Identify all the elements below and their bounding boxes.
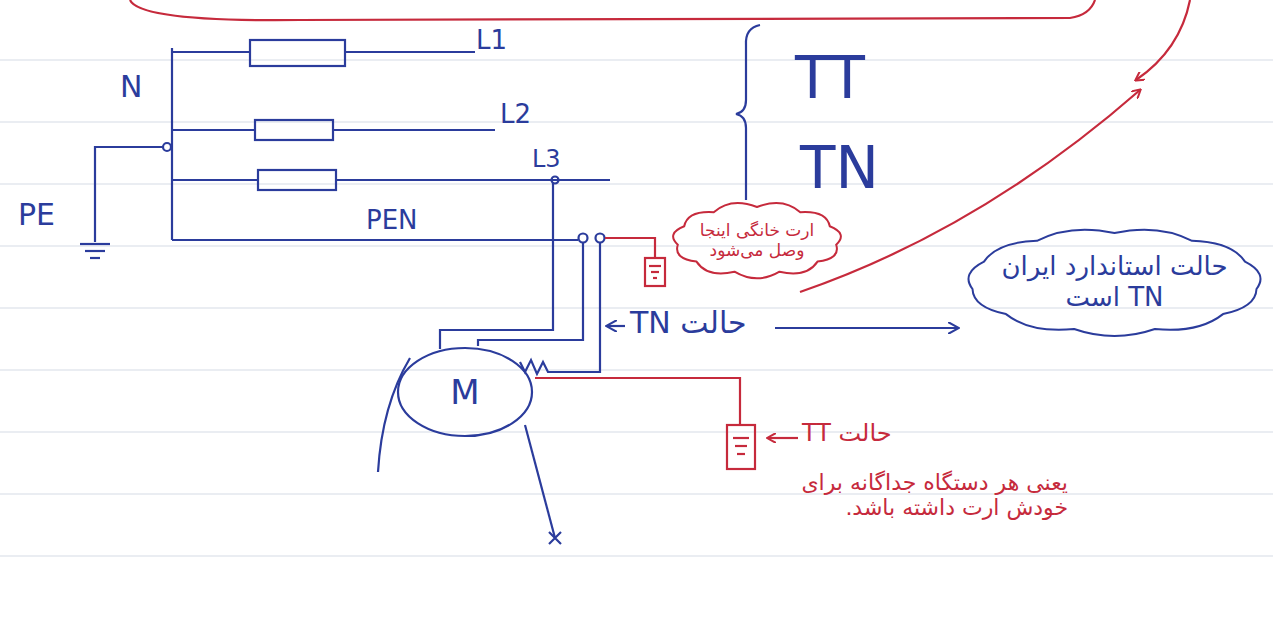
system-name: TN — [800, 135, 879, 202]
node-text: M — [450, 372, 479, 413]
node-text: حالت استاندارد ایران TN است — [996, 251, 1233, 313]
note-cloud: ارت خانگی اینجا وصل می‌شود — [668, 198, 846, 282]
neutral-name: N — [120, 70, 142, 105]
ruled-lines — [0, 60, 1273, 556]
motor-symbol: M — [395, 345, 535, 439]
note-text: یعنی هر دستگاه جداگانه برای خودش ارت داش… — [768, 470, 1068, 521]
mode-label: حالت TT — [802, 420, 892, 448]
note-cloud: حالت استاندارد ایران TN است — [962, 224, 1267, 340]
earth-wiring — [535, 238, 798, 469]
system-name: TT — [795, 45, 865, 112]
supply-wiring — [80, 25, 958, 544]
line-name: L2 — [500, 100, 531, 130]
earth-name: PE — [18, 198, 55, 233]
line-name: L3 — [532, 146, 561, 174]
line-name: L1 — [476, 26, 507, 56]
node-text: ارت خانگی اینجا وصل می‌شود — [690, 220, 824, 261]
mode-label: حالت TN — [630, 306, 747, 341]
red-curve — [130, 0, 1095, 20]
pen-name: PEN — [366, 206, 418, 236]
red-arrow — [1136, 0, 1190, 80]
